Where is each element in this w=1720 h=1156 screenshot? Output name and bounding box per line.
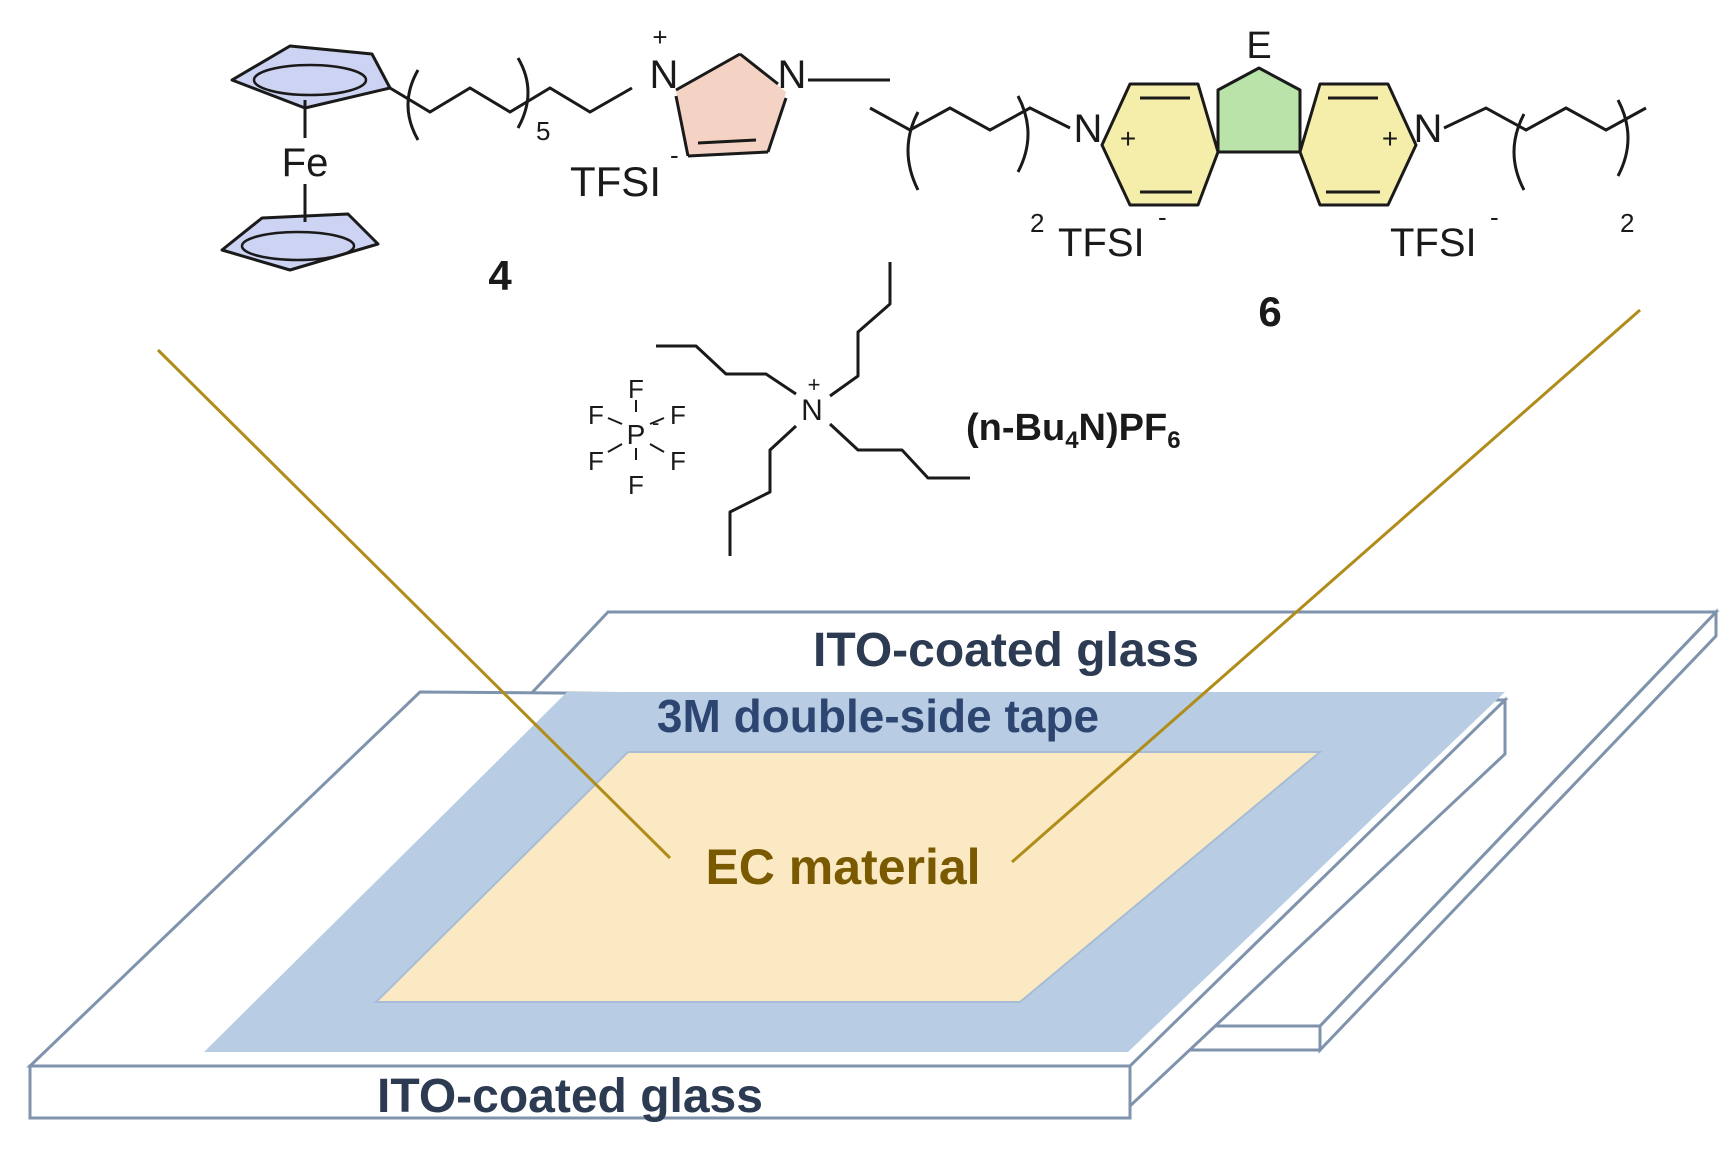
- c5-n-bond: [674, 95, 690, 157]
- pf6-fluorine-bottom: F: [628, 470, 644, 500]
- right-chain-repeat-count: 2: [1620, 208, 1634, 238]
- counterion-6-right: TFSI: [1390, 221, 1477, 265]
- right-pyridinium-charge: +: [1382, 123, 1398, 154]
- pf6-fluorine-top: F: [628, 374, 644, 404]
- c4-c5-double-bond: [697, 138, 757, 145]
- lower-ring-aromatic-circle: [240, 230, 356, 262]
- left-alkyl-chain: [869, 106, 1071, 132]
- n-c2-bond: [675, 52, 741, 92]
- p-f-lower-right-bond: [649, 443, 665, 453]
- electrolyte-label-sub1: 4: [1065, 427, 1079, 454]
- ammonium-charge: +: [808, 372, 821, 397]
- right-pyridinium-ring: [1298, 82, 1418, 207]
- right-repeat-bracket-left: [1512, 113, 1526, 191]
- left-pyridinium-ring: [1100, 82, 1220, 207]
- butyl-upper-left: [656, 344, 797, 396]
- electrolyte: N + P - F F F F F F (n-Bu4N)PF6: [588, 262, 1181, 556]
- ec-material-layer: [373, 751, 1323, 1003]
- right-repeat-bracket-right: [1616, 99, 1630, 177]
- imidazolium-n-plus: N: [650, 53, 679, 97]
- ferrocene: [220, 44, 392, 272]
- bottom-glass-label: ITO-coated glass: [377, 1070, 763, 1123]
- pf6-fluorine-lower-right: F: [670, 446, 686, 476]
- butyl-lower-left: [728, 424, 798, 556]
- p-f-upper-right-bond: [649, 417, 665, 425]
- compound-6: E N + N + 2 2 TFSI - TFSI - 6: [869, 25, 1647, 335]
- pf6-fluorine-lower-left: F: [588, 446, 604, 476]
- electrolyte-label: (n-Bu4N)PF6: [966, 407, 1181, 454]
- compound-4-number: 4: [488, 252, 512, 299]
- leader-lines: [156, 308, 1641, 864]
- p-f-lower-left-bond: [607, 443, 623, 453]
- electrolyte-label-mid: N)PF: [1079, 407, 1168, 449]
- hexafluorophosphate: [607, 400, 665, 460]
- pf6-charge: -: [652, 410, 659, 435]
- left-chain-repeat-count: 2: [1030, 208, 1044, 238]
- tetrabutylammonium: [656, 262, 970, 556]
- ammonium-n: N: [801, 394, 823, 427]
- chain-repeat-count: 5: [536, 116, 550, 146]
- leader-line-compound-4: [156, 348, 672, 860]
- counterion-4: TFSI: [570, 158, 661, 205]
- right-pyridinium-n: N: [1414, 107, 1443, 151]
- tape-frame: [204, 692, 1505, 1052]
- heteroatom-e: E: [1246, 25, 1271, 67]
- leader-line-compound-6: [1011, 308, 1641, 864]
- iron-atom: Fe: [282, 141, 329, 185]
- c4-c5-bond: [687, 150, 769, 158]
- imidazolium-charge: +: [652, 22, 667, 52]
- c2-n-bond: [739, 52, 779, 86]
- left-pyridinium-n: N: [1074, 107, 1103, 151]
- left-repeat-bracket-right: [1016, 95, 1030, 173]
- imidazolium-ring: [674, 52, 890, 158]
- counterion-6-right-charge: -: [1490, 202, 1499, 232]
- chain-bonds: [389, 86, 633, 114]
- alkyl-chain-4: [389, 57, 633, 141]
- tape-label: 3M double-side tape: [657, 690, 1099, 742]
- compound-4: Fe 5 N + N TFSI - 4: [220, 22, 890, 299]
- right-alkyl-chain: [1443, 106, 1647, 132]
- counterion-6-left-charge: -: [1158, 202, 1167, 232]
- imidazolium-n-methyl: N: [778, 53, 807, 97]
- pf6-fluorine-upper-right: F: [670, 400, 686, 430]
- device-stack: ITO-coated glass 3M double-side tape ITO…: [26, 608, 1720, 1123]
- counterion-4-charge: -: [670, 140, 679, 170]
- compound-6-extra-bonds: [869, 95, 1647, 194]
- left-repeat-bracket-left: [906, 111, 920, 191]
- counterion-6-left: TFSI: [1058, 221, 1145, 265]
- electrolyte-label-prefix: (n-Bu: [966, 407, 1065, 449]
- upper-cyclopentadienyl-ring: [230, 44, 392, 110]
- butyl-upper-right: [829, 262, 892, 398]
- n-c4-bond: [766, 97, 788, 153]
- repeat-bracket-right: [516, 57, 530, 129]
- ec-material-label: EC material: [705, 839, 980, 895]
- left-pyridinium-charge: +: [1120, 123, 1136, 154]
- compound-6-number: 6: [1258, 288, 1281, 335]
- electrolyte-label-sub2: 6: [1167, 427, 1180, 454]
- upper-ring-aromatic-circle: [252, 63, 368, 97]
- repeat-bracket-left: [406, 69, 420, 141]
- pf6-fluorine-upper-left: F: [588, 400, 604, 430]
- imidazolium-ring-fill: [676, 54, 786, 156]
- butyl-lower-right: [828, 422, 970, 480]
- top-glass-label: ITO-coated glass: [813, 624, 1199, 677]
- central-five-membered-ring: [1216, 66, 1302, 154]
- pf6-phosphorus: P: [627, 419, 646, 450]
- p-f-upper-left-bond: [607, 417, 623, 425]
